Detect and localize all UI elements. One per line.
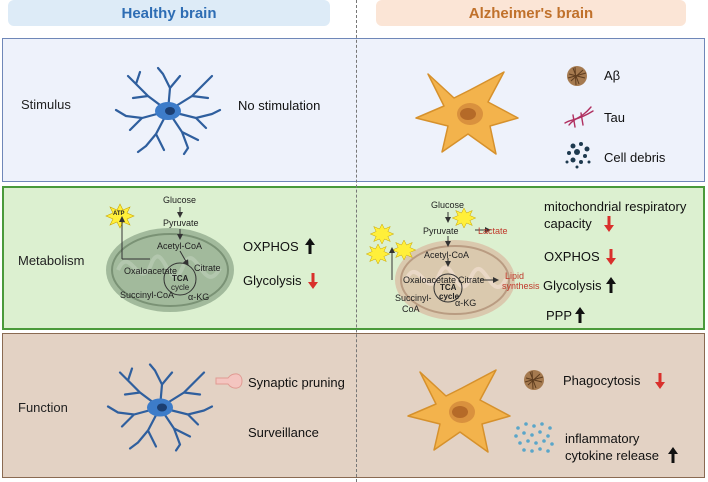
hp-tca: TCA [172, 274, 189, 283]
hp-succinyl-coa: Succinyl-CoA [120, 290, 175, 300]
healthy-oxphos: OXPHOS [243, 239, 299, 254]
alz-pathway-arrows [389, 212, 499, 303]
hp-oxaloacetate: Oxaloacetate [124, 266, 178, 276]
ap-pyruvate: Pyruvate [423, 226, 459, 236]
atp-label: ATP [113, 211, 125, 217]
cytokine-icon [514, 422, 554, 453]
ap-citrate: Citrate [458, 275, 485, 285]
alz-atp-burst-1 [369, 223, 395, 245]
function-panel [2, 333, 705, 478]
alz-inflam-line1: inflammatory [565, 431, 640, 446]
alz-microglia-icon [415, 71, 519, 155]
alz-ppp: PPP [546, 308, 573, 323]
healthy-surveillance: Surveillance [248, 425, 319, 440]
up-arrow-icon [606, 277, 616, 293]
healthy-pathway-arrows [119, 207, 197, 296]
cell-debris-icon [565, 142, 591, 169]
hp-pyruvate: Pyruvate [163, 218, 199, 228]
alz-mito-line1: mitochondrial respiratory [544, 199, 687, 214]
alz-mitochondrion-icon [395, 240, 515, 320]
ap-coa: CoA [402, 304, 420, 314]
amyloid-beta-function-icon [524, 370, 544, 390]
hp-citrate: Citrate [194, 263, 221, 273]
tau-label: Tau [604, 110, 625, 125]
down-arrow-icon [655, 373, 665, 389]
row-label-function: Function [18, 400, 68, 415]
ap-synthesis: synthesis [502, 281, 540, 291]
row-label-stimulus: Stimulus [21, 97, 71, 112]
healthy-microglia-icon [114, 66, 222, 156]
ap-tca: TCA [440, 283, 457, 292]
mitochondrion-icon [106, 228, 234, 312]
alz-microglia-function-icon [407, 369, 511, 453]
up-arrow-icon [668, 447, 678, 463]
down-arrow-icon [604, 216, 614, 232]
healthy-brain-header: Healthy brain [8, 0, 330, 26]
abeta-label: Aβ [604, 68, 621, 83]
ap-glucose: Glucose [431, 200, 465, 210]
healthy-microglia-function-icon [106, 363, 214, 452]
ap-lactate: Lactate [478, 226, 508, 236]
hp-acetyl-coa: Acetyl-CoA [157, 241, 203, 251]
alz-inflam-line2: cytokine release [565, 448, 659, 463]
debris-label: Cell debris [604, 150, 666, 165]
alzheimer-brain-header: Alzheimer's brain [376, 0, 686, 26]
alz-atp-burst-2 [391, 239, 417, 261]
synapse-icon [215, 373, 243, 389]
ap-acetyl-coa: Acetyl-CoA [424, 250, 470, 260]
healthy-synaptic-pruning: Synaptic pruning [248, 375, 345, 390]
hp-akg: α-KG [188, 292, 210, 302]
row-label-metabolism: Metabolism [18, 253, 85, 268]
alz-atp-burst-3 [365, 243, 391, 265]
alz-mito-line2: capacity [544, 216, 592, 231]
down-arrow-icon [606, 249, 616, 265]
hp-cycle: cycle [171, 283, 190, 292]
tau-icon [564, 106, 594, 128]
hp-glucose: Glucose [163, 195, 197, 205]
healthy-stimulus-text: No stimulation [238, 98, 321, 113]
amyloid-beta-icon [567, 66, 587, 86]
ap-akg: α-KG [455, 298, 477, 308]
up-arrow-icon [305, 238, 315, 254]
column-divider [356, 0, 357, 482]
down-arrow-icon [308, 273, 318, 289]
ap-succinyl: Succinyl- [395, 293, 432, 303]
alz-oxphos: OXPHOS [544, 249, 600, 264]
ap-lipid: Lipid [505, 271, 525, 281]
ap-cycle: cycle [439, 292, 460, 301]
alz-glycolysis: Glycolysis [543, 278, 602, 293]
alz-atp-burst-4 [451, 207, 477, 229]
alz-phagocytosis: Phagocytosis [563, 373, 641, 388]
healthy-glycolysis: Glycolysis [243, 273, 302, 288]
up-arrow-icon [575, 307, 585, 323]
ap-oxaloacetate: Oxaloacetate [403, 275, 457, 285]
